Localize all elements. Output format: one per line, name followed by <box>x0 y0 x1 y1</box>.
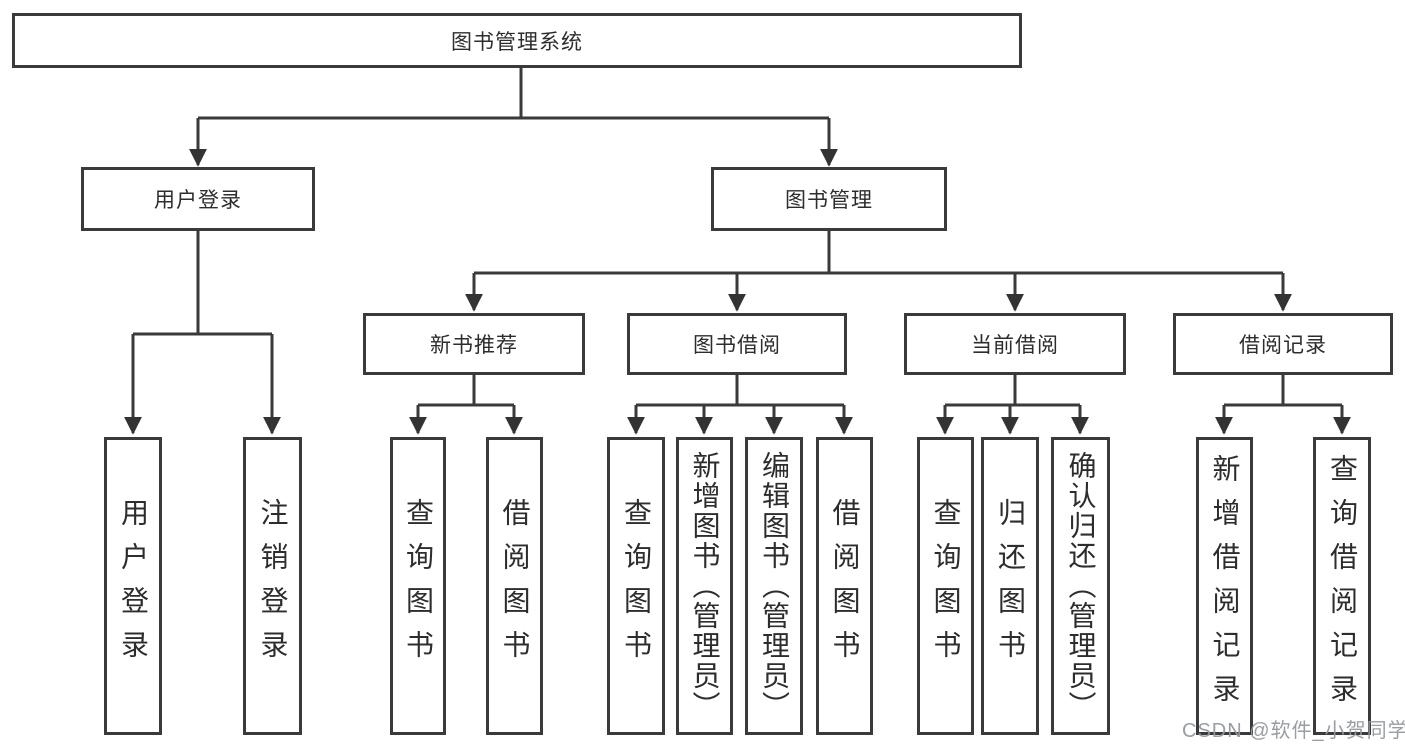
leaf-label: 查询图书 <box>930 498 962 674</box>
leaf-label: 归还图书 <box>995 498 1026 674</box>
leaf-label: 查询图书 <box>403 498 434 674</box>
leaf-add-book-admin: 新增图书（管理员） <box>676 437 733 735</box>
leaf-borrow-book: 借阅图书 <box>816 437 873 735</box>
node-system-root: 图书管理系统 <box>12 13 1022 68</box>
leaf-query-book-recommend: 查询图书 <box>390 437 446 735</box>
leaf-add-borrow-record: 新增借阅记录 <box>1196 437 1253 735</box>
leaf-label: 新增借阅记录 <box>1209 454 1241 718</box>
csdn-watermark: CSDN @软件_小贺同学 <box>1182 720 1405 742</box>
leaf-label: 编辑图书（管理员） <box>759 451 790 721</box>
node-borrow-record: 借阅记录 <box>1173 313 1393 375</box>
leaf-label: 新增图书（管理员） <box>689 451 721 721</box>
leaf-return-book: 归还图书 <box>981 437 1039 735</box>
leaf-query-book-current: 查询图书 <box>917 437 974 735</box>
leaf-logout: 注销登录 <box>243 437 302 735</box>
node-book-management: 图书管理 <box>711 167 947 231</box>
node-new-book-recommend: 新书推荐 <box>363 313 585 375</box>
node-current-borrow: 当前借阅 <box>904 313 1126 375</box>
leaf-edit-book-admin: 编辑图书（管理员） <box>745 437 803 735</box>
leaf-borrow-book-recommend: 借阅图书 <box>486 437 543 735</box>
leaf-label: 用户登录 <box>118 498 149 674</box>
leaf-confirm-return-admin: 确认归还（管理员） <box>1051 437 1110 735</box>
leaf-label: 查询借阅记录 <box>1327 454 1358 718</box>
leaf-label: 借阅图书 <box>829 498 861 674</box>
leaf-user-login: 用户登录 <box>104 437 162 735</box>
node-user-login: 用户登录 <box>81 167 315 231</box>
node-book-borrow: 图书借阅 <box>627 313 847 375</box>
leaf-label: 确认归还（管理员） <box>1065 451 1097 721</box>
leaf-label: 注销登录 <box>257 498 289 674</box>
leaf-query-borrow-record: 查询借阅记录 <box>1313 437 1371 735</box>
leaf-label: 查询图书 <box>621 498 652 674</box>
leaf-label: 借阅图书 <box>499 498 531 674</box>
leaf-query-book-borrow: 查询图书 <box>607 437 665 735</box>
